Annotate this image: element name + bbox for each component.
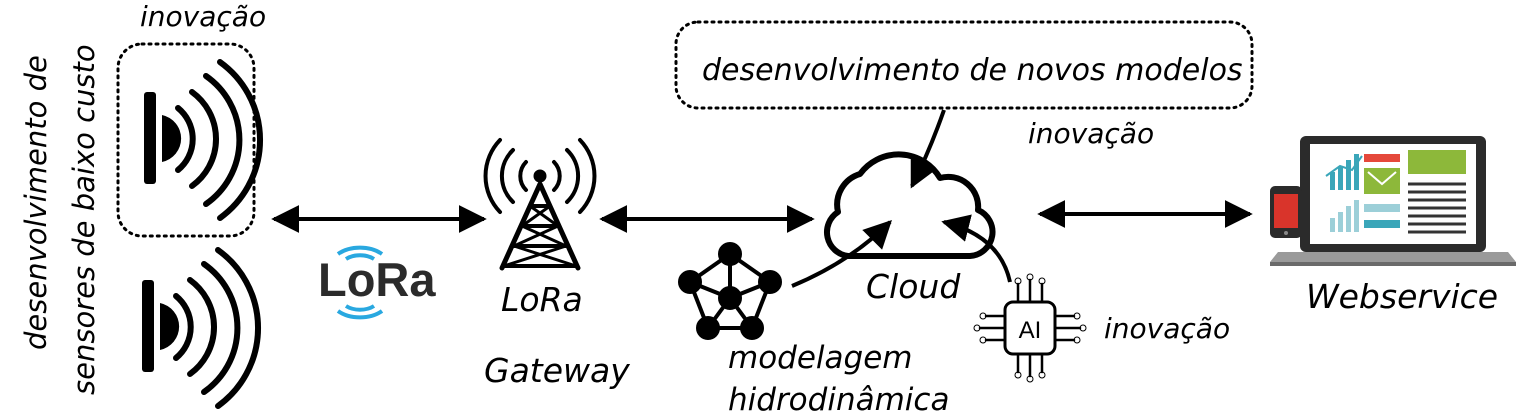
left-label-line2: sensores de baixo custo xyxy=(67,44,101,395)
ai-chip-icon xyxy=(973,273,1087,383)
lora-logo: LoRa xyxy=(318,245,436,320)
laptop-icon xyxy=(1270,136,1516,266)
new-models-box xyxy=(674,20,1254,110)
phone-icon xyxy=(1270,186,1302,238)
cloud-icon xyxy=(823,151,996,259)
hydro-to-cloud-arrow xyxy=(791,220,892,288)
models-to-cloud-arrow xyxy=(910,109,946,189)
ai-to-cloud-arrow xyxy=(941,214,1012,283)
left-vertical-label: desenvolvimento de sensores de baixo cus… xyxy=(19,44,101,395)
new-models-label: desenvolvimento de novos modelos xyxy=(702,53,1243,88)
hydro-label-line1: modelagem xyxy=(728,340,912,376)
lora-logo-text: LoRa xyxy=(318,253,436,306)
gateway-label-line1: LoRa xyxy=(501,280,583,319)
screen-chart-icon xyxy=(1325,154,1363,232)
webservice-label: Webservice xyxy=(1306,277,1498,316)
mail-icon xyxy=(1364,168,1400,194)
sensor-wave-icon xyxy=(144,59,263,221)
sensor-wave-icon xyxy=(142,247,261,409)
left-label-line1: desenvolvimento de xyxy=(19,55,53,350)
cloud-label: Cloud xyxy=(866,267,961,306)
ai-chip-text: AI xyxy=(1019,317,1042,344)
network-graph-icon xyxy=(678,242,782,340)
sensor-innovation-label: inovação xyxy=(140,0,266,33)
hydro-label-line2: hidrodinâmica xyxy=(728,382,949,416)
sensor-highlight-box xyxy=(116,42,256,238)
cloud-innovation-label: inovação xyxy=(1028,117,1154,150)
antenna-tower-icon xyxy=(483,138,597,271)
gateway-label-line2: Gateway xyxy=(484,351,630,390)
ai-innovation-label: inovação xyxy=(1104,312,1230,345)
